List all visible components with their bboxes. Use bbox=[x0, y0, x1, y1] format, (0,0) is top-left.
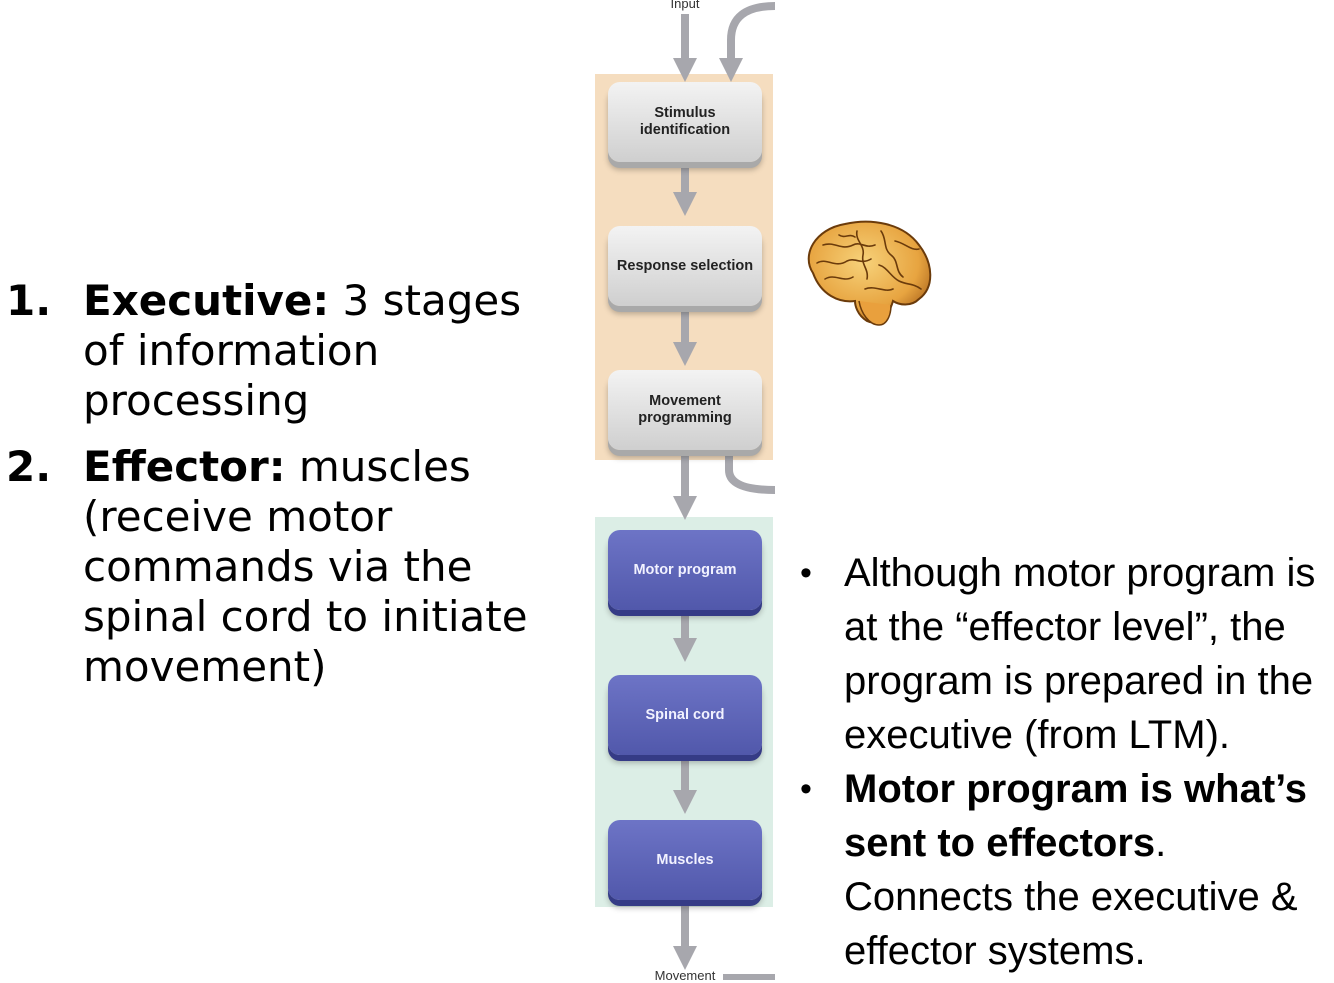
response-selection-block: Response selection bbox=[608, 226, 762, 306]
stimulus-identification-block: Stimulus identification bbox=[608, 82, 762, 162]
bullet-icon: • bbox=[800, 554, 812, 592]
item-term: Executive: bbox=[83, 276, 330, 325]
muscles-block: Muscles bbox=[608, 820, 762, 900]
list-item-effector: 2. Effector: muscles (receive motor comm… bbox=[6, 442, 566, 692]
item-number: 2. bbox=[6, 442, 52, 491]
feedback-arrow-bottom bbox=[725, 454, 775, 494]
motor-program-block: Motor program bbox=[608, 530, 762, 610]
executive-effector-list: 1. Executive: 3 stages of information pr… bbox=[6, 276, 566, 708]
motor-program-notes: • Although motor program is at the “effe… bbox=[800, 546, 1334, 978]
item-text: 3 stages of information processing bbox=[83, 276, 522, 425]
spinal-cord-block: Spinal cord bbox=[608, 675, 762, 755]
bullet-item: • Motor program is what’s sent to effect… bbox=[800, 762, 1334, 978]
input-label: Input bbox=[670, 0, 700, 11]
information-processing-diagram: Input Stimulus identification Response s… bbox=[595, 0, 775, 983]
item-text: muscles (receive motor commands via the … bbox=[83, 442, 528, 691]
brain-icon bbox=[807, 220, 932, 326]
movement-programming-block: Movement programming bbox=[608, 370, 762, 450]
list-item-executive: 1. Executive: 3 stages of information pr… bbox=[6, 276, 566, 426]
flow-arrows bbox=[673, 2, 775, 980]
item-number: 1. bbox=[6, 276, 52, 325]
feedback-arrow-top bbox=[719, 2, 775, 82]
item-term: Effector: bbox=[83, 442, 286, 491]
bullet-icon: • bbox=[800, 770, 812, 808]
movement-output-label: Movement bbox=[654, 968, 716, 983]
bullet-item: • Although motor program is at the “effe… bbox=[800, 546, 1334, 762]
